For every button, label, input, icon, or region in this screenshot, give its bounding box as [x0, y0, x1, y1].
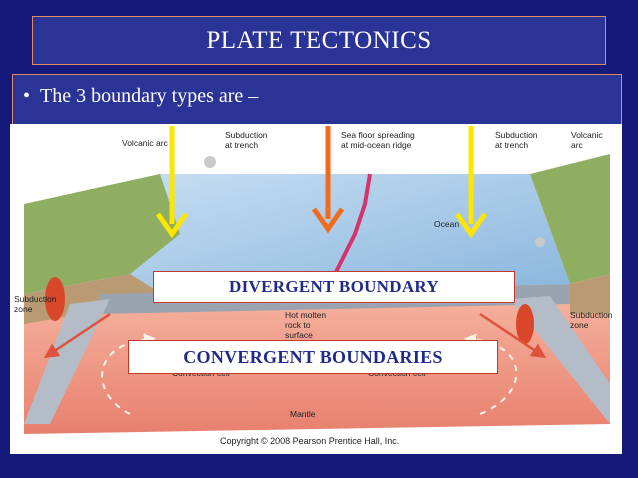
left-magma: [45, 277, 65, 321]
yellow-arrow-left: [155, 126, 189, 239]
label-mantle: Mantle: [290, 409, 316, 419]
diagram-illustration: [24, 126, 610, 434]
orange-arrow-center: [311, 126, 345, 234]
label-sea-floor-spreading: Sea floor spreading at mid-ocean ridge: [341, 130, 415, 150]
divergent-boundary-callout: DIVERGENT BOUNDARY: [153, 271, 515, 303]
right-land: [530, 154, 610, 284]
slide-title: PLATE TECTONICS: [206, 26, 432, 54]
copyright-notice: Copyright © 2008 Pearson Prentice Hall, …: [220, 436, 400, 446]
title-box: PLATE TECTONICS: [32, 16, 606, 65]
convergent-boundaries-callout: CONVERGENT BOUNDARIES: [128, 340, 498, 374]
left-subducting-slab: [24, 299, 110, 424]
label-subduction-zone-left: Subduction zone: [14, 294, 57, 314]
label-subduction-trench-right: Subduction at trench: [495, 130, 538, 150]
ocean-surface: [100, 174, 570, 294]
label-ocean: Ocean: [434, 219, 460, 229]
label-subduction-zone-right: Subduction zone: [570, 310, 613, 330]
tectonic-diagram: Volcanic arc Subduction at trench Sea fl…: [10, 124, 622, 454]
label-hot-molten-rock: Hot molten rock to surface: [285, 310, 327, 340]
left-smoke: [204, 156, 216, 168]
plate-motion-left: [43, 312, 111, 359]
right-smoke: [535, 237, 545, 247]
left-land: [24, 174, 180, 294]
label-subduction-trench-left: Subduction at trench: [225, 130, 268, 150]
label-volcanic-arc-right: Volcanic arc: [571, 130, 603, 150]
yellow-arrow-right: [454, 126, 488, 239]
right-magma: [516, 304, 534, 344]
plate-motion-right: [479, 312, 547, 359]
right-land-side: [570, 274, 610, 314]
bullet-marker: •: [23, 85, 31, 107]
bullet-row: • The 3 boundary types are –: [23, 85, 258, 108]
bullet-box: • The 3 boundary types are –: [12, 74, 622, 126]
right-subducting-slab: [510, 296, 610, 424]
label-volcanic-arc-left: Volcanic arc: [122, 138, 168, 148]
bullet-text: The 3 boundary types are –: [40, 85, 259, 107]
convection-arrow-right: [464, 333, 518, 415]
